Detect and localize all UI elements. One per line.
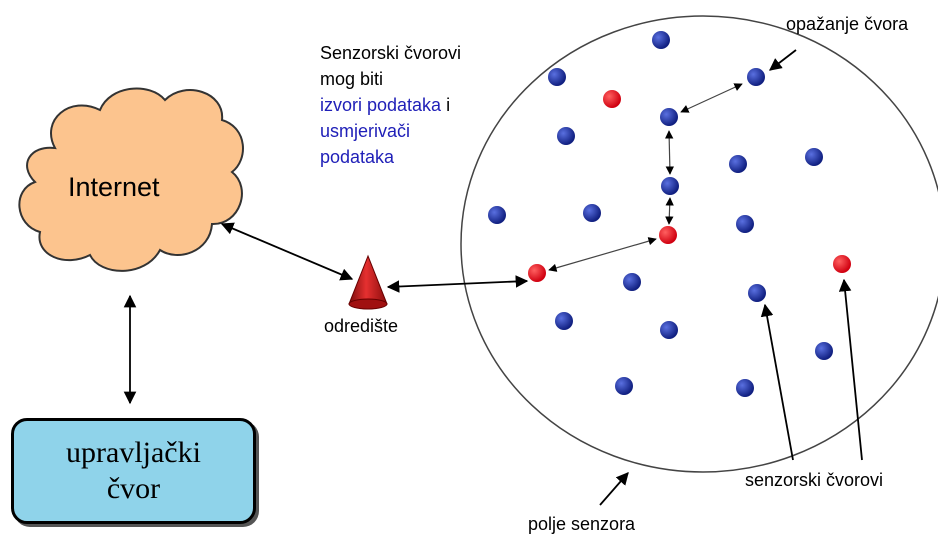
sensor-node (660, 321, 678, 339)
sensor-node (805, 148, 823, 166)
sensor-field-label: polje senzora (528, 514, 636, 534)
intro-line1: Senzorski čvorovi (320, 43, 462, 63)
pointer-field (599, 472, 629, 506)
source-node (603, 90, 621, 108)
pointer-sensor-red (838, 278, 863, 461)
sensor-nodes-red (528, 90, 851, 282)
sensor-node (815, 342, 833, 360)
node-observation-label: opažanje čvora (786, 14, 909, 34)
arrow-destination-field (386, 275, 529, 293)
route-hop-4 (680, 83, 743, 113)
internet-cloud (18, 87, 244, 272)
source-node (528, 264, 546, 282)
intro-line5: podataka (320, 147, 395, 167)
sensor-node (623, 273, 641, 291)
sensor-node (661, 177, 679, 195)
destination-sink-icon (348, 254, 388, 310)
intro-line4: usmjerivači (320, 121, 411, 141)
route-hop-3 (664, 130, 675, 175)
arrow-cloud-destination (220, 222, 354, 281)
sensor-node (736, 379, 754, 397)
route-hop-1 (548, 237, 657, 272)
sensor-nodes-blue (488, 31, 833, 397)
sensor-node (747, 68, 765, 86)
sensor-node (488, 206, 506, 224)
sensor-node (583, 204, 601, 222)
internet-label: Internet (68, 172, 160, 202)
sensor-node (660, 108, 678, 126)
sensor-node (729, 155, 747, 173)
sensor-node (736, 215, 754, 233)
route-hop-2 (665, 197, 674, 225)
sensor-node (615, 377, 633, 395)
destination-label: odredište (324, 316, 399, 336)
sensor-nodes-label: senzorski čvorovi (745, 470, 884, 490)
intro-line3: izvori podataka i (320, 92, 461, 118)
control-node-label-line2: čvor (106, 472, 161, 505)
sensor-field-ellipse (460, 15, 938, 473)
label-pointers (599, 49, 863, 506)
sensor-node (557, 127, 575, 145)
intro-line2: mog biti (320, 69, 384, 89)
sensor-node (548, 68, 566, 86)
intro-text: Senzorski čvorovi mog biti izvori podata… (320, 40, 461, 170)
connection-arrows (123, 222, 529, 405)
sensor-node (748, 284, 766, 302)
control-node-box: upravljački čvor (11, 418, 256, 524)
source-node (659, 226, 677, 244)
pointer-sensor-blue (760, 303, 794, 461)
intro-line3-tail: i (441, 95, 451, 115)
source-node (833, 255, 851, 273)
sensor-node (652, 31, 670, 49)
routing-path (548, 83, 743, 272)
pointer-observation (769, 49, 797, 71)
control-node-label-line1: upravljački (66, 436, 201, 469)
sensor-node (555, 312, 573, 330)
intro-line3-blue: izvori podataka (320, 95, 442, 115)
